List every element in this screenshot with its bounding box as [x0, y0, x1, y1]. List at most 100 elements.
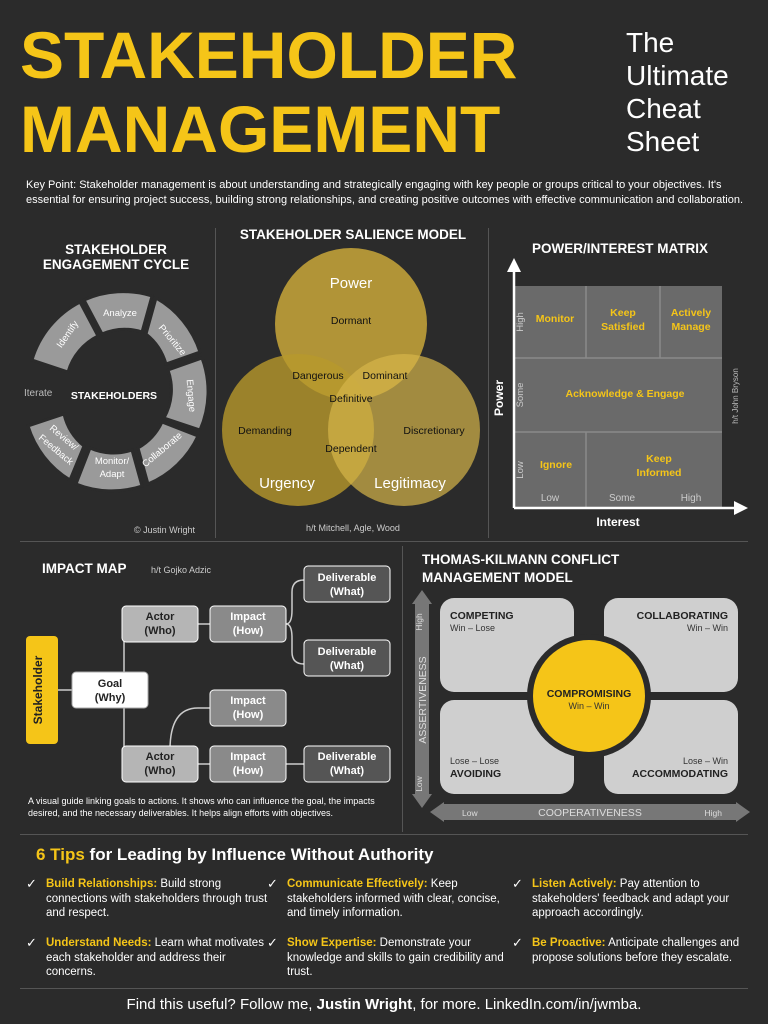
compromising-label: COMPROMISING [547, 688, 632, 700]
x-low-label: Low [462, 808, 478, 818]
impact-label: (How) [233, 765, 264, 777]
deliverable-label: Deliverable [318, 751, 377, 763]
discretionary-label: Discretionary [403, 425, 465, 437]
impact-label: Impact [230, 751, 266, 763]
urgency-circle [222, 354, 374, 506]
iterate-label: Iterate [24, 388, 53, 399]
cycle-label: Monitor/ [95, 456, 130, 467]
deliverable-label: Deliverable [318, 646, 377, 658]
impact-map-description: A visual guide linking goals to actions.… [28, 796, 375, 818]
legitimacy-circle [328, 354, 480, 506]
competing-sub: Win – Lose [450, 623, 495, 633]
tip-body: Anticipate challenges and propose soluti… [532, 937, 740, 964]
divider [20, 834, 748, 835]
compromising-sub: Win – Win [568, 701, 609, 711]
collaborating-sub: Win – Win [687, 623, 728, 633]
avoiding-label: AVOIDING [450, 768, 501, 780]
check-icon: ✓ [26, 876, 37, 891]
avoiding-sub: Lose – Lose [450, 756, 499, 766]
dormant-label: Dormant [331, 315, 371, 327]
dependent-label: Dependent [325, 443, 376, 455]
goal-box [71, 671, 149, 709]
cycle-segment-monitor [74, 445, 144, 493]
impact-map-credit: h/t Gojko Adzic [151, 565, 212, 575]
cell-keep-satisfied: Satisfied [601, 321, 645, 333]
power-label: Power [330, 275, 373, 292]
impact-map-diagram: Stakeholder Goal (Why) Actor (Who) Actor… [26, 565, 391, 783]
conflict-model-title-line: THOMAS-KILMANN CONFLICT [422, 552, 620, 567]
accommodating-label: ACCOMMODATING [632, 768, 728, 780]
cycle-label: Adapt [100, 469, 125, 480]
tip-body: Build strong connections with stakeholde… [46, 878, 268, 919]
tip-item: ✓Listen Actively: Pay attention to stake… [512, 876, 754, 921]
engagement-cycle-credit: © Justin Wright [134, 525, 195, 535]
y-tick: Low [515, 461, 526, 479]
impact-box [209, 605, 287, 643]
x-axis-label: COOPERATIVENESS [538, 807, 642, 819]
key-point-text: Key Point: Stakeholder management is abo… [26, 179, 744, 206]
y-low-label: Low [414, 775, 424, 791]
divider [20, 541, 748, 542]
deliverable-box [303, 565, 391, 603]
engagement-cycle-title: STAKEHOLDER ENGAGEMENT CYCLE [20, 242, 212, 272]
check-icon: ✓ [26, 935, 37, 950]
impact-box [209, 745, 287, 783]
cycle-segment-prioritize [144, 295, 202, 366]
y-tick: High [515, 312, 526, 332]
definitive-label: Definitive [329, 393, 372, 405]
cycle-segment-engage [161, 356, 210, 432]
cycle-segment-collaborate [136, 420, 201, 487]
deliverable-label: (What) [330, 586, 365, 598]
tip-body: Keep stakeholders informed with clear, c… [287, 878, 500, 919]
cell-keep-informed: Keep [646, 453, 672, 465]
impact-label: Impact [230, 695, 266, 707]
tip-item: ✓Build Relationships: Build strong conne… [26, 876, 268, 921]
cell-ignore: Ignore [540, 459, 572, 471]
tip-body: Learn what motivates each stakeholder an… [46, 937, 264, 978]
legitimacy-label: Legitimacy [374, 475, 446, 492]
engagement-cycle-diagram: Iterate STAKEHOLDERS Identify Analyze Pr… [24, 290, 210, 493]
check-icon: ✓ [512, 876, 523, 891]
matrix-grid [514, 286, 722, 508]
check-icon: ✓ [512, 935, 523, 950]
tip-item: ✓Understand Needs: Learn what motivates … [26, 935, 268, 980]
power-interest-title: POWER/INTEREST MATRIX [531, 241, 708, 256]
dangerous-label: Dangerous [292, 370, 343, 382]
impact-label: Impact [230, 611, 266, 623]
actor-label: (Who) [144, 765, 175, 777]
stakeholder-box [26, 636, 58, 744]
collaborating-label: COLLABORATING [637, 610, 728, 622]
divider [20, 988, 748, 989]
x-tick: Low [541, 493, 560, 504]
tip-heading: Listen Actively: [532, 878, 617, 890]
power-interest-credit: h/t John Bryson [731, 368, 740, 424]
tip-item: ✓Communicate Effectively: Keep stakehold… [267, 876, 509, 921]
x-axis-label: Interest [596, 515, 639, 529]
actor-box [121, 745, 199, 783]
page-subtitle: The Ultimate Cheat Sheet [626, 26, 766, 158]
cycle-segment-review [26, 412, 86, 483]
actor-label: Actor [146, 611, 175, 623]
cell-acknowledge-engage: Acknowledge & Engage [565, 388, 684, 400]
dominant-label: Dominant [363, 370, 408, 382]
tip-item: ✓ Be Proactive: Anticipate challenges and… [512, 935, 754, 965]
footer-author: Justin Wright [316, 996, 413, 1013]
competing-label: COMPETING [450, 610, 514, 622]
tip-heading: Be Proactive: [532, 937, 606, 949]
impact-map-title: IMPACT MAP [42, 561, 127, 576]
divider [402, 546, 403, 832]
tip-heading: Show Expertise: [287, 937, 377, 949]
subtitle-line: Sheet [626, 126, 700, 157]
conflict-model-title: THOMAS-KILMANN CONFLICT MANAGEMENT MODEL [422, 551, 619, 587]
compromising-circle [533, 640, 645, 752]
cycle-label: Analyze [103, 308, 137, 319]
tips-title: 6 Tips for Leading by Influence Without … [36, 845, 433, 865]
conflict-model-diagram: High ASSERTIVENESS Low Low COOPERATIVENE… [412, 590, 750, 822]
tips-title-rest: for Leading by Influence Without Authori… [84, 845, 434, 864]
impact-box [209, 689, 287, 727]
divider [215, 228, 216, 538]
subtitle-line: Ultimate [626, 60, 729, 91]
demanding-label: Demanding [238, 425, 292, 437]
actor-box [121, 605, 199, 643]
deliverable-box [303, 745, 391, 783]
